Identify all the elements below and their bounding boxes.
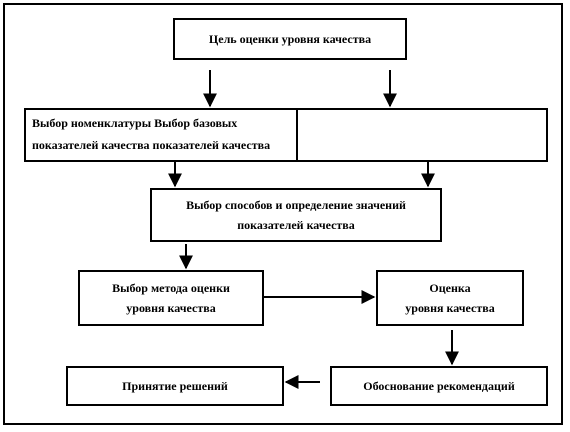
methods-line-1: Выбор способов и определение значений — [186, 198, 406, 212]
justification-box: Обоснование рекомендаций — [330, 366, 548, 406]
method-choice-line-2: уровня качества — [126, 301, 216, 315]
justification-text: Обоснование рекомендаций — [363, 379, 515, 393]
selection-line-2: показателей качества показателей качеств… — [32, 138, 271, 152]
methods-box: Выбор способов и определение значений по… — [150, 188, 442, 242]
method-choice-box: Выбор метода оценки уровня качества — [78, 270, 264, 326]
diagram-frame — [3, 3, 563, 425]
assessment-line-1: Оценка — [429, 281, 471, 295]
method-choice-line-1: Выбор метода оценки — [112, 281, 230, 295]
decisions-text: Принятие решений — [122, 379, 228, 393]
selection-text: Выбор номенклатуры Выбор базовых показат… — [32, 112, 270, 156]
selection-box: Выбор номенклатуры Выбор базовых показат… — [24, 108, 548, 162]
selection-divider — [296, 110, 298, 160]
goal-text: Цель оценки уровня качества — [208, 32, 372, 46]
assessment-line-2: уровня качества — [405, 301, 495, 315]
assessment-box: Оценка уровня качества — [376, 270, 524, 326]
selection-line-1: Выбор номенклатуры Выбор базовых — [32, 116, 238, 130]
goal-box: Цель оценки уровня качества — [173, 18, 407, 60]
methods-line-2: показателей качества — [237, 218, 355, 232]
decisions-box: Принятие решений — [66, 366, 284, 406]
